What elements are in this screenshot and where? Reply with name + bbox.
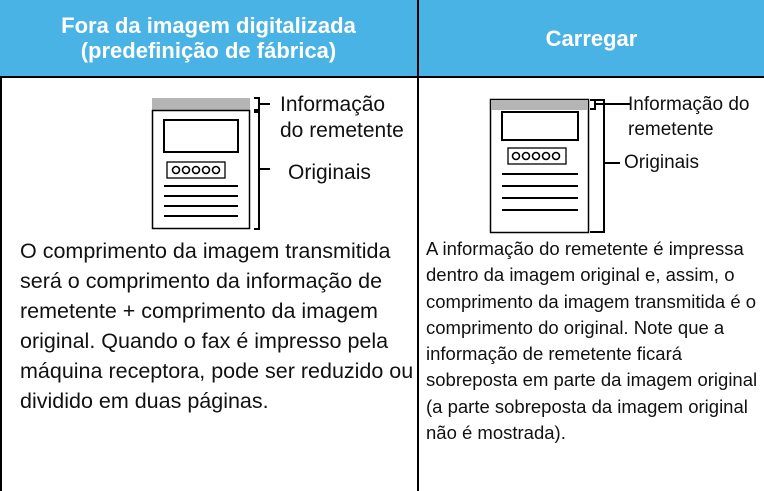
dots-icon [171,165,221,175]
originals-bracket [254,111,270,230]
text-lines [164,185,238,217]
left-originals-label: Originais [288,161,371,184]
sender-info-band [152,98,250,110]
header-title-right: Carregar [545,25,638,51]
image-placeholder [501,111,579,141]
right-originals-label: Originais [624,152,699,173]
text-lines [502,173,578,211]
left-page-diagram [151,97,270,230]
header-title-left-line2: (predefinição de fábrica) [80,38,337,63]
right-sender-label: Informação do remetente [628,92,749,142]
left-sender-label-line1: Informação [280,93,386,116]
sender-info-band [491,100,588,110]
dots-frame [507,147,567,165]
right-description: A informação do remetente é impressa den… [426,238,758,444]
header-cell-load: Carregar [419,0,764,76]
dots-frame [166,161,226,179]
left-sender-label: Informação do remetente [280,92,404,144]
header-bottom-border [0,76,764,78]
left-border [0,76,2,491]
right-page-diagram [489,98,630,234]
header-cell-scanned-outside: Fora da imagem digitalizada (predefiniçã… [0,0,417,76]
left-description: O comprimento da imagem transmitida será… [20,239,414,413]
right-sender-label-line1: Informação do [628,94,750,115]
right-sender-label-line2: remetente [628,119,714,140]
dots-icon [511,151,561,161]
column-divider [417,0,419,491]
header-title-left-line1: Fora da imagem digitalizada [61,13,356,38]
sender-bracket [590,99,630,110]
left-sender-label-line2: do remetente [280,119,404,142]
image-placeholder [163,119,239,153]
sender-bracket [254,97,270,111]
originals-bracket [590,99,620,233]
